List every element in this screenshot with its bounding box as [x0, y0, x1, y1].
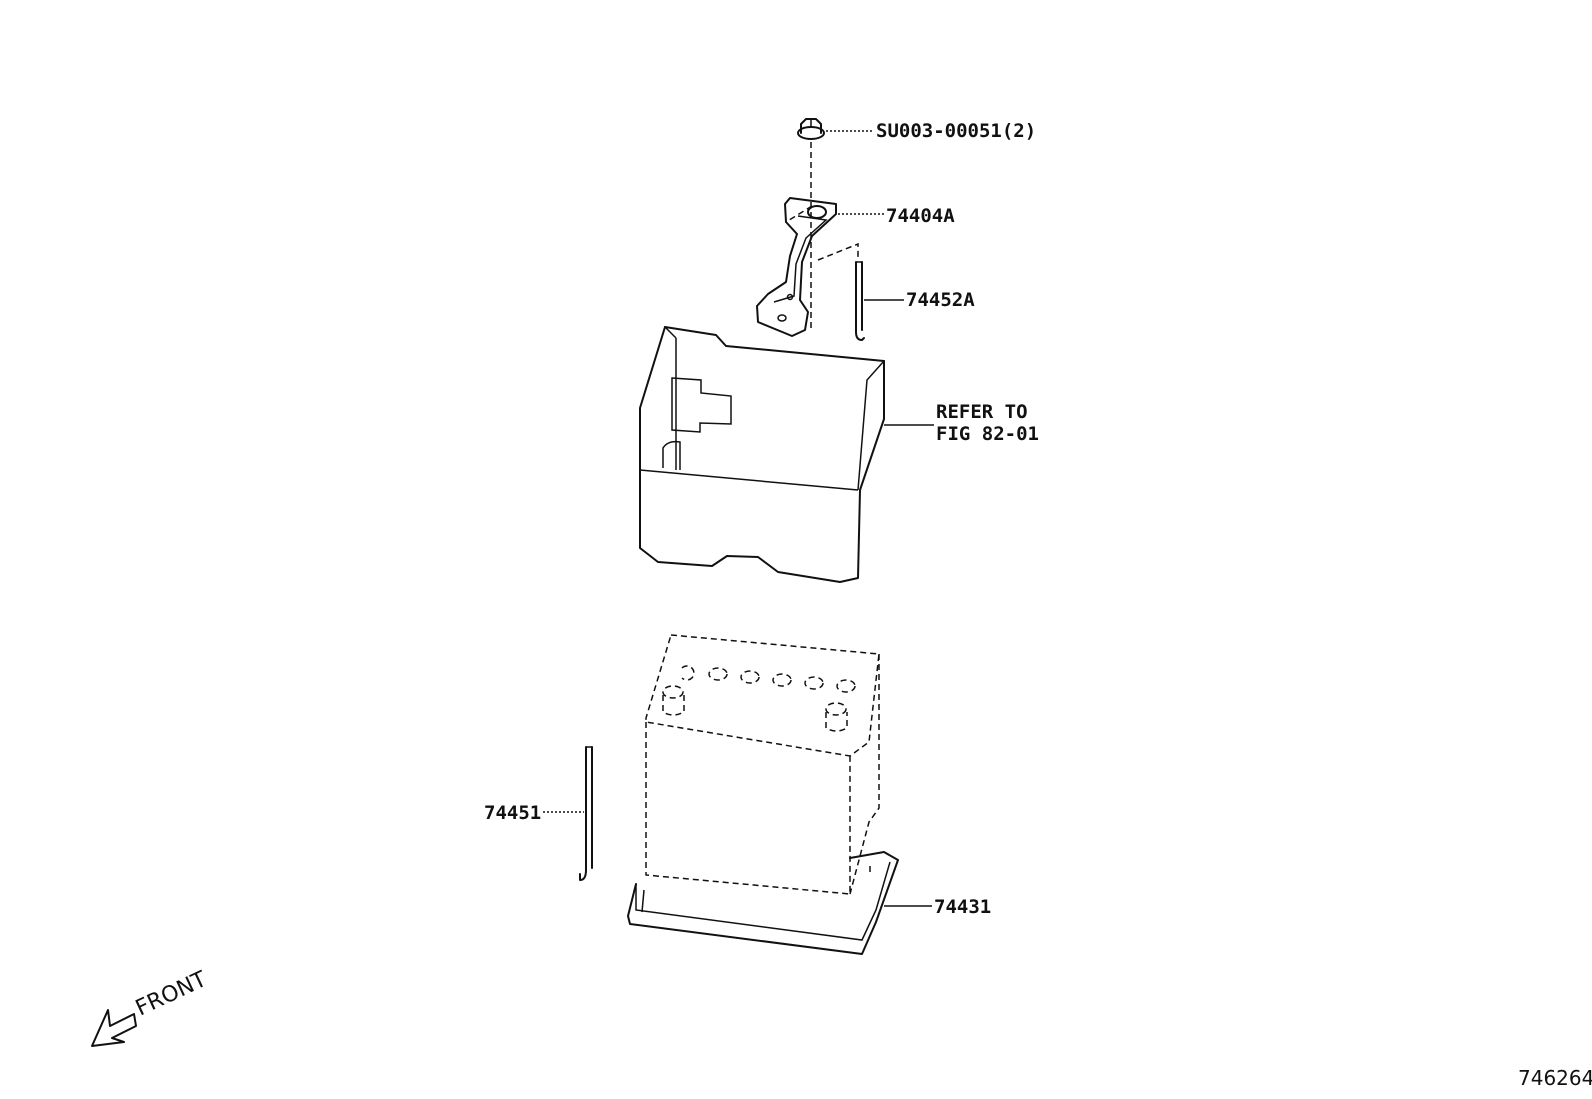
clamp-rod-dashed-line	[817, 242, 859, 261]
label-refer-line1: REFER TO	[936, 401, 1028, 423]
battery-case	[639, 326, 885, 583]
battery-tray	[627, 851, 899, 955]
label-clamp: 74404A	[886, 205, 955, 227]
battery	[645, 634, 880, 895]
front-direction-arrow-icon	[91, 1009, 137, 1047]
hold-down-rod-lower	[579, 746, 593, 881]
label-rod-lower: 74451	[484, 802, 541, 824]
battery-clamp	[756, 197, 837, 337]
label-nut: SU003-00051(2)	[876, 120, 1036, 142]
label-refer-line2: FIG 82-01	[936, 423, 1039, 445]
hold-down-rod-upper	[855, 261, 865, 341]
label-front: FRONT	[132, 967, 211, 1022]
figure-id: 746264	[1518, 1066, 1592, 1090]
flange-nut	[797, 118, 825, 140]
label-rod-upper: 74452A	[906, 289, 975, 311]
label-tray: 74431	[934, 896, 991, 918]
